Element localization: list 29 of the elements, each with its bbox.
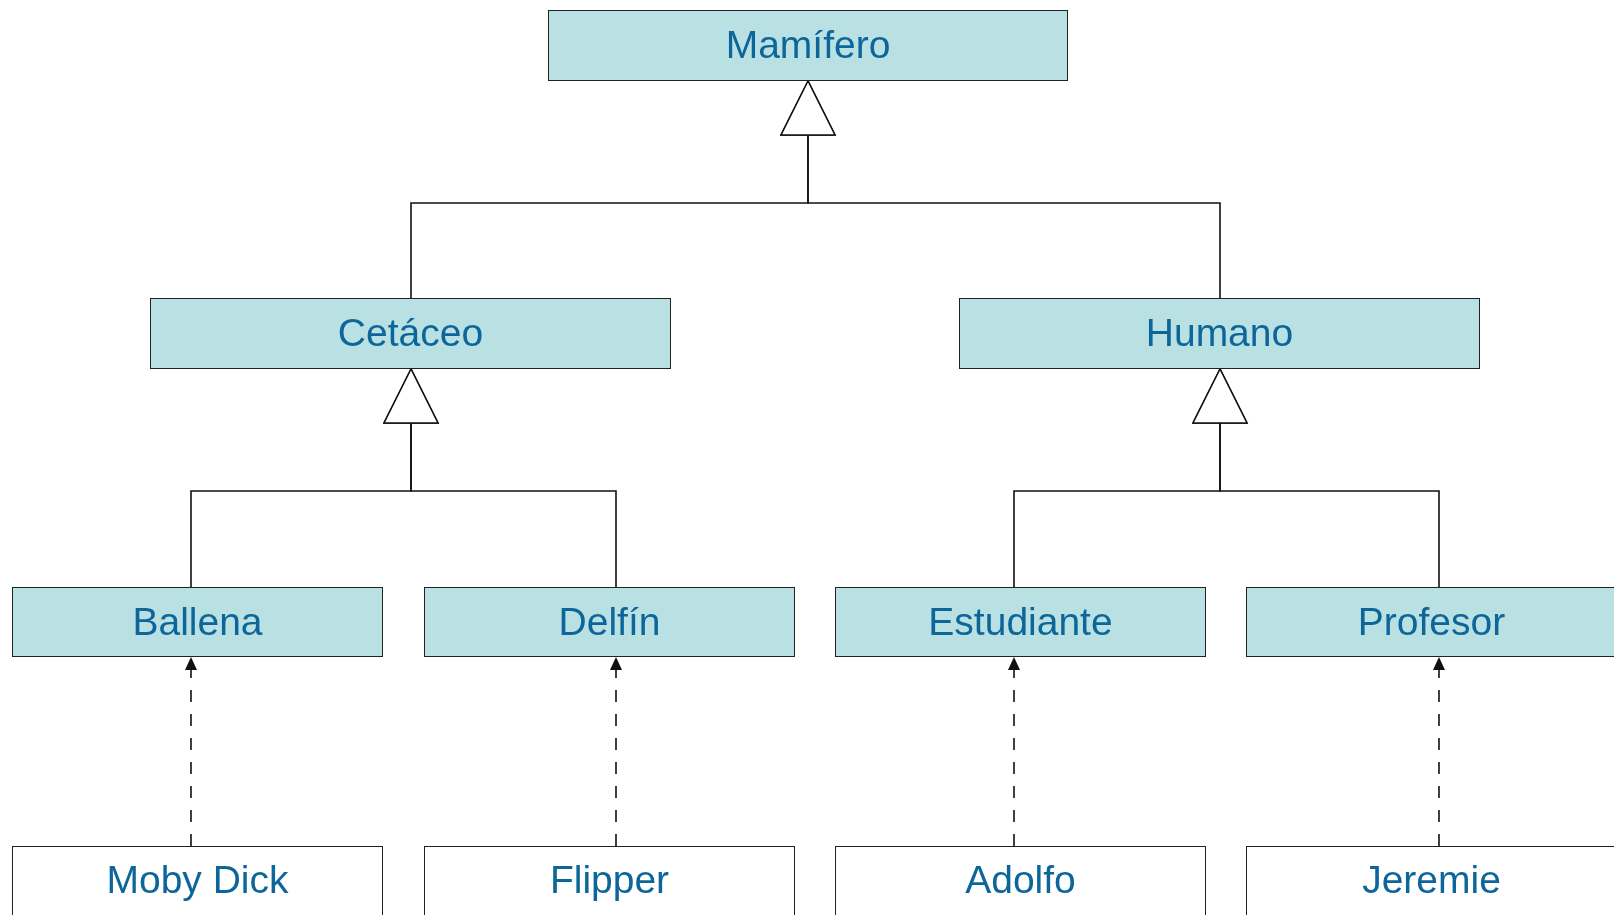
class-box: [959, 298, 1480, 369]
class-box: [12, 587, 383, 657]
dependency-arrow: [610, 656, 622, 847]
class-box: [548, 10, 1068, 81]
object-box: [1246, 846, 1614, 915]
inheritance-arrow: [1192, 368, 1440, 588]
dependency-arrow: [1433, 656, 1445, 847]
class-box: [150, 298, 671, 369]
inheritance-arrow: [383, 368, 617, 588]
class-name: Cetáceo: [337, 312, 484, 355]
class-name: Delfín: [558, 600, 661, 644]
class-name: Mamífero: [725, 24, 891, 67]
object-name: Jeremie: [1362, 859, 1501, 902]
class-name: Profesor: [1357, 600, 1506, 644]
object-box: [835, 846, 1206, 915]
object-name: Flipper: [549, 859, 670, 902]
object-box: [424, 846, 795, 915]
class-box: [835, 587, 1206, 657]
class-name: Ballena: [132, 600, 263, 644]
dependency-arrow: [1008, 656, 1020, 847]
inheritance-arrow: [780, 80, 1221, 299]
dependency-arrow: [185, 656, 197, 847]
class-name: Humano: [1145, 312, 1294, 355]
class-box: [424, 587, 795, 657]
object-box: [12, 846, 383, 915]
object-name: Adolfo: [965, 859, 1076, 902]
object-name: Moby Dick: [106, 859, 289, 902]
class-box: [1246, 587, 1614, 657]
class-name: Estudiante: [928, 600, 1113, 644]
